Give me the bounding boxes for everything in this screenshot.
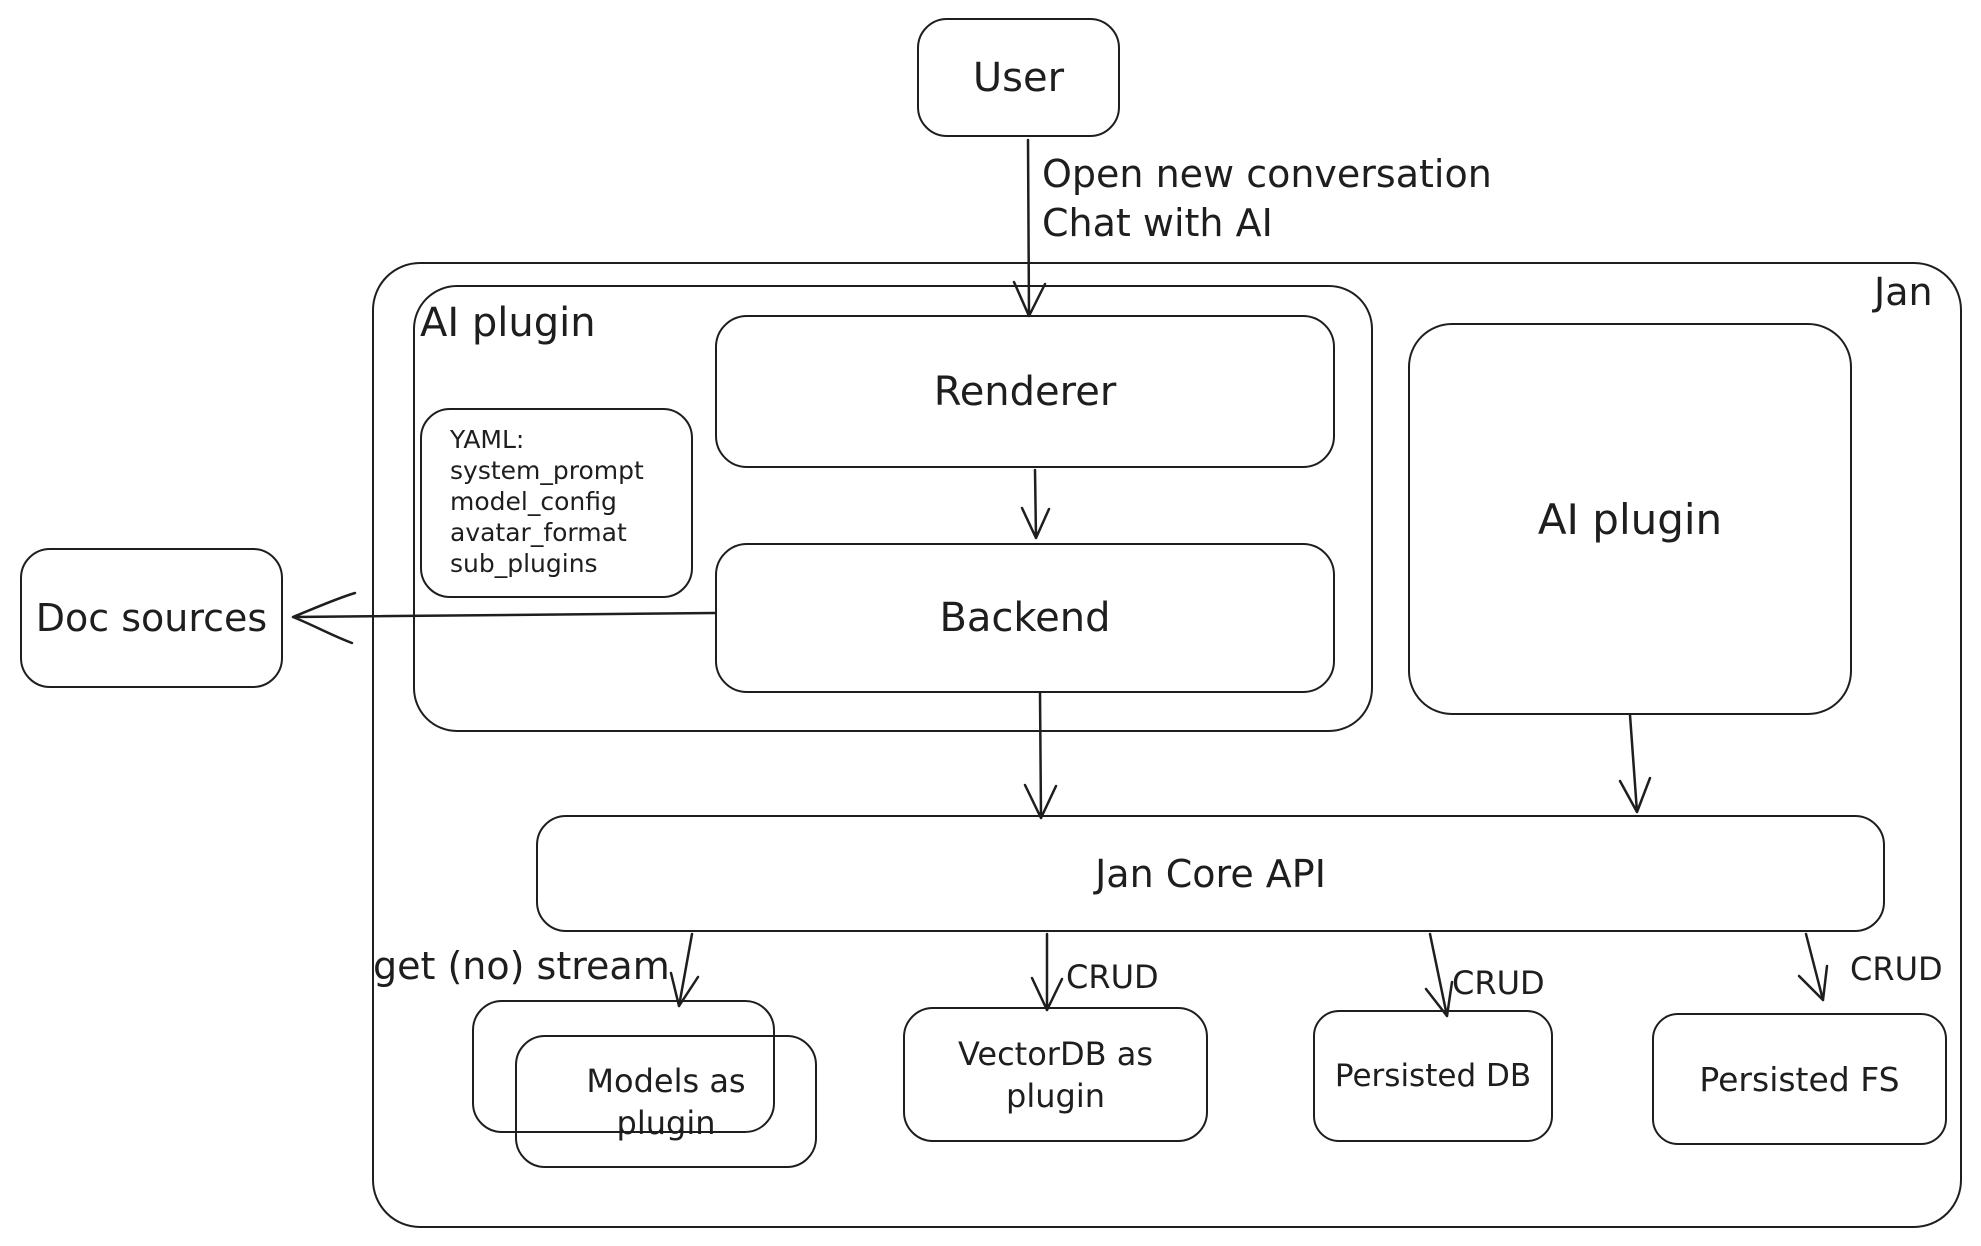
node-doc-sources: Doc sources xyxy=(20,548,283,688)
node-persisted-db-label: Persisted DB xyxy=(1334,1058,1532,1094)
node-persisted-db: Persisted DB xyxy=(1313,1010,1553,1142)
ai-plugin-container-box xyxy=(413,285,1373,732)
node-user: User xyxy=(917,18,1120,137)
node-backend: Backend xyxy=(715,543,1335,693)
node-persisted-fs-label: Persisted FS xyxy=(1699,1059,1900,1099)
yaml-note-line: system_prompt xyxy=(450,456,644,485)
node-persisted-fs: Persisted FS xyxy=(1652,1013,1947,1145)
edge-label-crud-persisted-fs: CRUD xyxy=(1850,950,1943,988)
node-vectordb-as-plugin: VectorDB as plugin xyxy=(903,1007,1208,1142)
node-models-back-box xyxy=(472,1000,775,1133)
yaml-note-line: sub_plugins xyxy=(450,549,598,578)
node-models-as-plugin-label: Models as plugin xyxy=(586,1061,746,1142)
node-models-as-plugin: Models as plugin xyxy=(515,1035,817,1168)
node-jan-core-api-label: Jan Core API xyxy=(1095,851,1326,896)
node-vectordb-as-plugin-label: VectorDB as plugin xyxy=(957,1034,1153,1115)
edge-label-crud-vectordb: CRUD xyxy=(1066,958,1159,996)
node-ai-plugin-label: AI plugin xyxy=(1537,494,1723,544)
edge-label-crud-persisted-db: CRUD xyxy=(1452,964,1545,1002)
jan-container-box xyxy=(372,262,1962,1228)
edge-label-get-no-stream: get (no) stream xyxy=(373,944,670,988)
yaml-note-line: YAML: xyxy=(450,425,525,454)
node-user-label: User xyxy=(972,54,1065,101)
node-ai-plugin: AI plugin xyxy=(1408,323,1852,715)
yaml-note-line: model_config xyxy=(450,487,617,516)
node-jan-core-api: Jan Core API xyxy=(536,815,1885,932)
ai-plugin-container-label: AI plugin xyxy=(420,300,596,346)
yaml-note-line: avatar_format xyxy=(450,518,627,547)
yaml-note-box: YAML: system_prompt model_config avatar_… xyxy=(420,408,693,598)
node-renderer: Renderer xyxy=(715,315,1335,468)
node-renderer-label: Renderer xyxy=(933,368,1117,415)
jan-container-label: Jan xyxy=(1874,270,1933,314)
edge-label-open-new-conversation: Open new conversation Chat with AI xyxy=(1042,152,1492,245)
node-backend-label: Backend xyxy=(939,595,1111,641)
node-doc-sources-label: Doc sources xyxy=(35,596,268,640)
